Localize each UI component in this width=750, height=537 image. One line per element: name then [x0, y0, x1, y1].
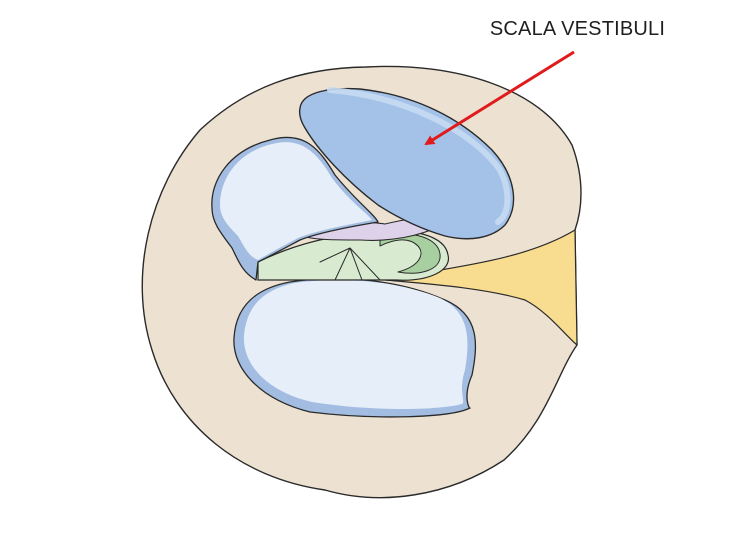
pointer-arrow [424, 50, 575, 146]
organ-lines [319, 247, 381, 281]
scala-vestibuli-label: SCALA VESTIBULI [489, 18, 666, 40]
scala-vestibuli-rim [327, 87, 511, 225]
upper-chamber-fill [220, 142, 372, 260]
scala-tympani-fill [243, 279, 468, 409]
spiral-ligament [384, 229, 578, 346]
scala-vestibuli-highlight [298, 87, 515, 240]
tectorial-loop [379, 233, 441, 274]
